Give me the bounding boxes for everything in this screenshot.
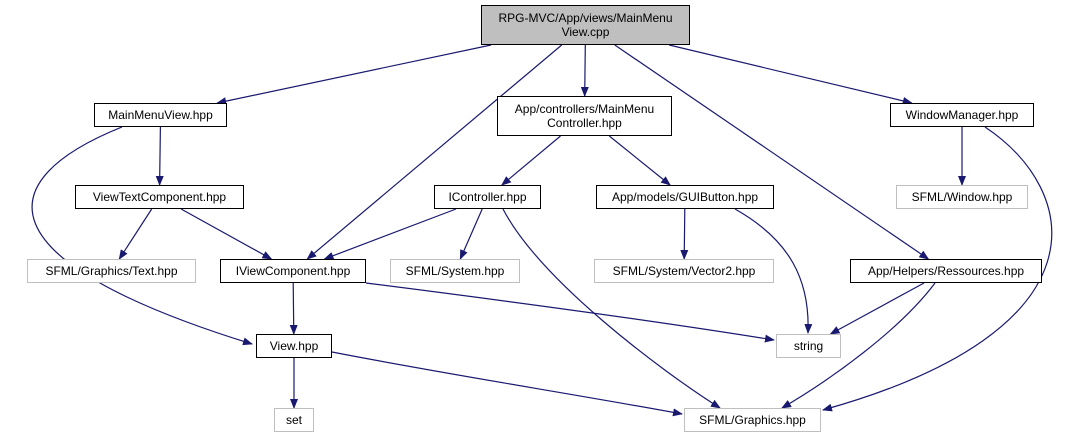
node-mmc[interactable]: App/controllers/MainMenu Controller.hpp: [497, 96, 672, 136]
node-root[interactable]: RPG-MVC/App/views/MainMenu View.cpp: [481, 5, 690, 45]
node-label: View.hpp: [269, 339, 319, 353]
edge-gbtn-to-str: [734, 208, 813, 334]
node-label: set: [285, 413, 302, 427]
node-sftext: SFML/Graphics/Text.hpp: [27, 259, 196, 283]
edge-view-to-sfgfx: [331, 351, 683, 417]
node-res[interactable]: App/Helpers/Ressources.hpp: [850, 259, 1042, 283]
node-view[interactable]: View.hpp: [256, 334, 332, 358]
edge-root-to-ivc: [306, 44, 563, 260]
node-ivc[interactable]: IViewComponent.hpp: [220, 259, 366, 283]
edge-mmc-to-ictrl: [501, 135, 561, 186]
node-label: WindowManager.hpp: [905, 108, 1019, 122]
node-label: IController.hpp: [448, 190, 527, 204]
edge-wm-to-sfgfx: [822, 126, 1053, 412]
node-label: SFML/Graphics/Text.hpp: [45, 264, 178, 278]
node-label: IViewComponent.hpp: [235, 264, 351, 278]
node-set: set: [274, 408, 314, 432]
node-label: string: [793, 339, 824, 353]
node-label: App/models/GUIButton.hpp: [611, 190, 759, 204]
node-sfsys: SFML/System.hpp: [390, 259, 520, 283]
edge-res-to-str: [829, 282, 925, 335]
node-sfgfx: SFML/Graphics.hpp: [684, 408, 821, 432]
edge-ictrl-to-sfsys: [459, 208, 483, 260]
edge-root-to-mmc: [580, 44, 589, 97]
edge-root-to-res: [614, 44, 930, 260]
edge-root-to-wm: [669, 44, 913, 105]
edge-root-to-mmv: [216, 44, 492, 106]
node-vtc[interactable]: ViewTextComponent.hpp: [75, 185, 244, 209]
edge-ictrl-to-ivc: [323, 208, 457, 260]
node-label: SFML/Window.hpp: [911, 190, 1013, 204]
node-label: ViewTextComponent.hpp: [92, 190, 227, 204]
node-label: App/Helpers/Ressources.hpp: [867, 264, 1025, 278]
node-sfvec: SFML/System/Vector2.hpp: [594, 259, 774, 283]
edge-gbtn-to-sfvec: [680, 208, 689, 260]
edge-ivc-to-view: [289, 282, 298, 335]
edge-ictrl-to-sfgfx: [502, 208, 721, 409]
node-wm[interactable]: WindowManager.hpp: [890, 103, 1034, 127]
edge-mmv-to-view: [31, 126, 253, 346]
node-label: SFML/System.hpp: [405, 264, 505, 278]
node-label: SFML/Graphics.hpp: [699, 413, 806, 427]
node-label: RPG-MVC/App/views/MainMenu View.cpp: [498, 11, 673, 39]
node-ictrl[interactable]: IController.hpp: [434, 185, 541, 209]
node-label: SFML/System/Vector2.hpp: [612, 264, 756, 278]
edge-mmv-to-vtc: [155, 126, 164, 186]
edge-vtc-to-sftext: [118, 208, 153, 260]
node-label: MainMenuView.hpp: [108, 108, 213, 122]
node-gbtn[interactable]: App/models/GUIButton.hpp: [596, 185, 774, 209]
edges-layer: [31, 44, 1053, 417]
node-label: App/controllers/MainMenu Controller.hpp: [514, 102, 655, 130]
edge-res-to-sfgfx: [781, 282, 936, 409]
edge-mmc-to-gbtn: [608, 135, 671, 186]
edge-vtc-to-ivc: [180, 208, 273, 260]
edge-ivc-to-str: [365, 282, 775, 343]
node-str: string: [776, 334, 841, 358]
node-sfwin: SFML/Window.hpp: [896, 185, 1028, 209]
node-mmv[interactable]: MainMenuView.hpp: [94, 103, 227, 127]
